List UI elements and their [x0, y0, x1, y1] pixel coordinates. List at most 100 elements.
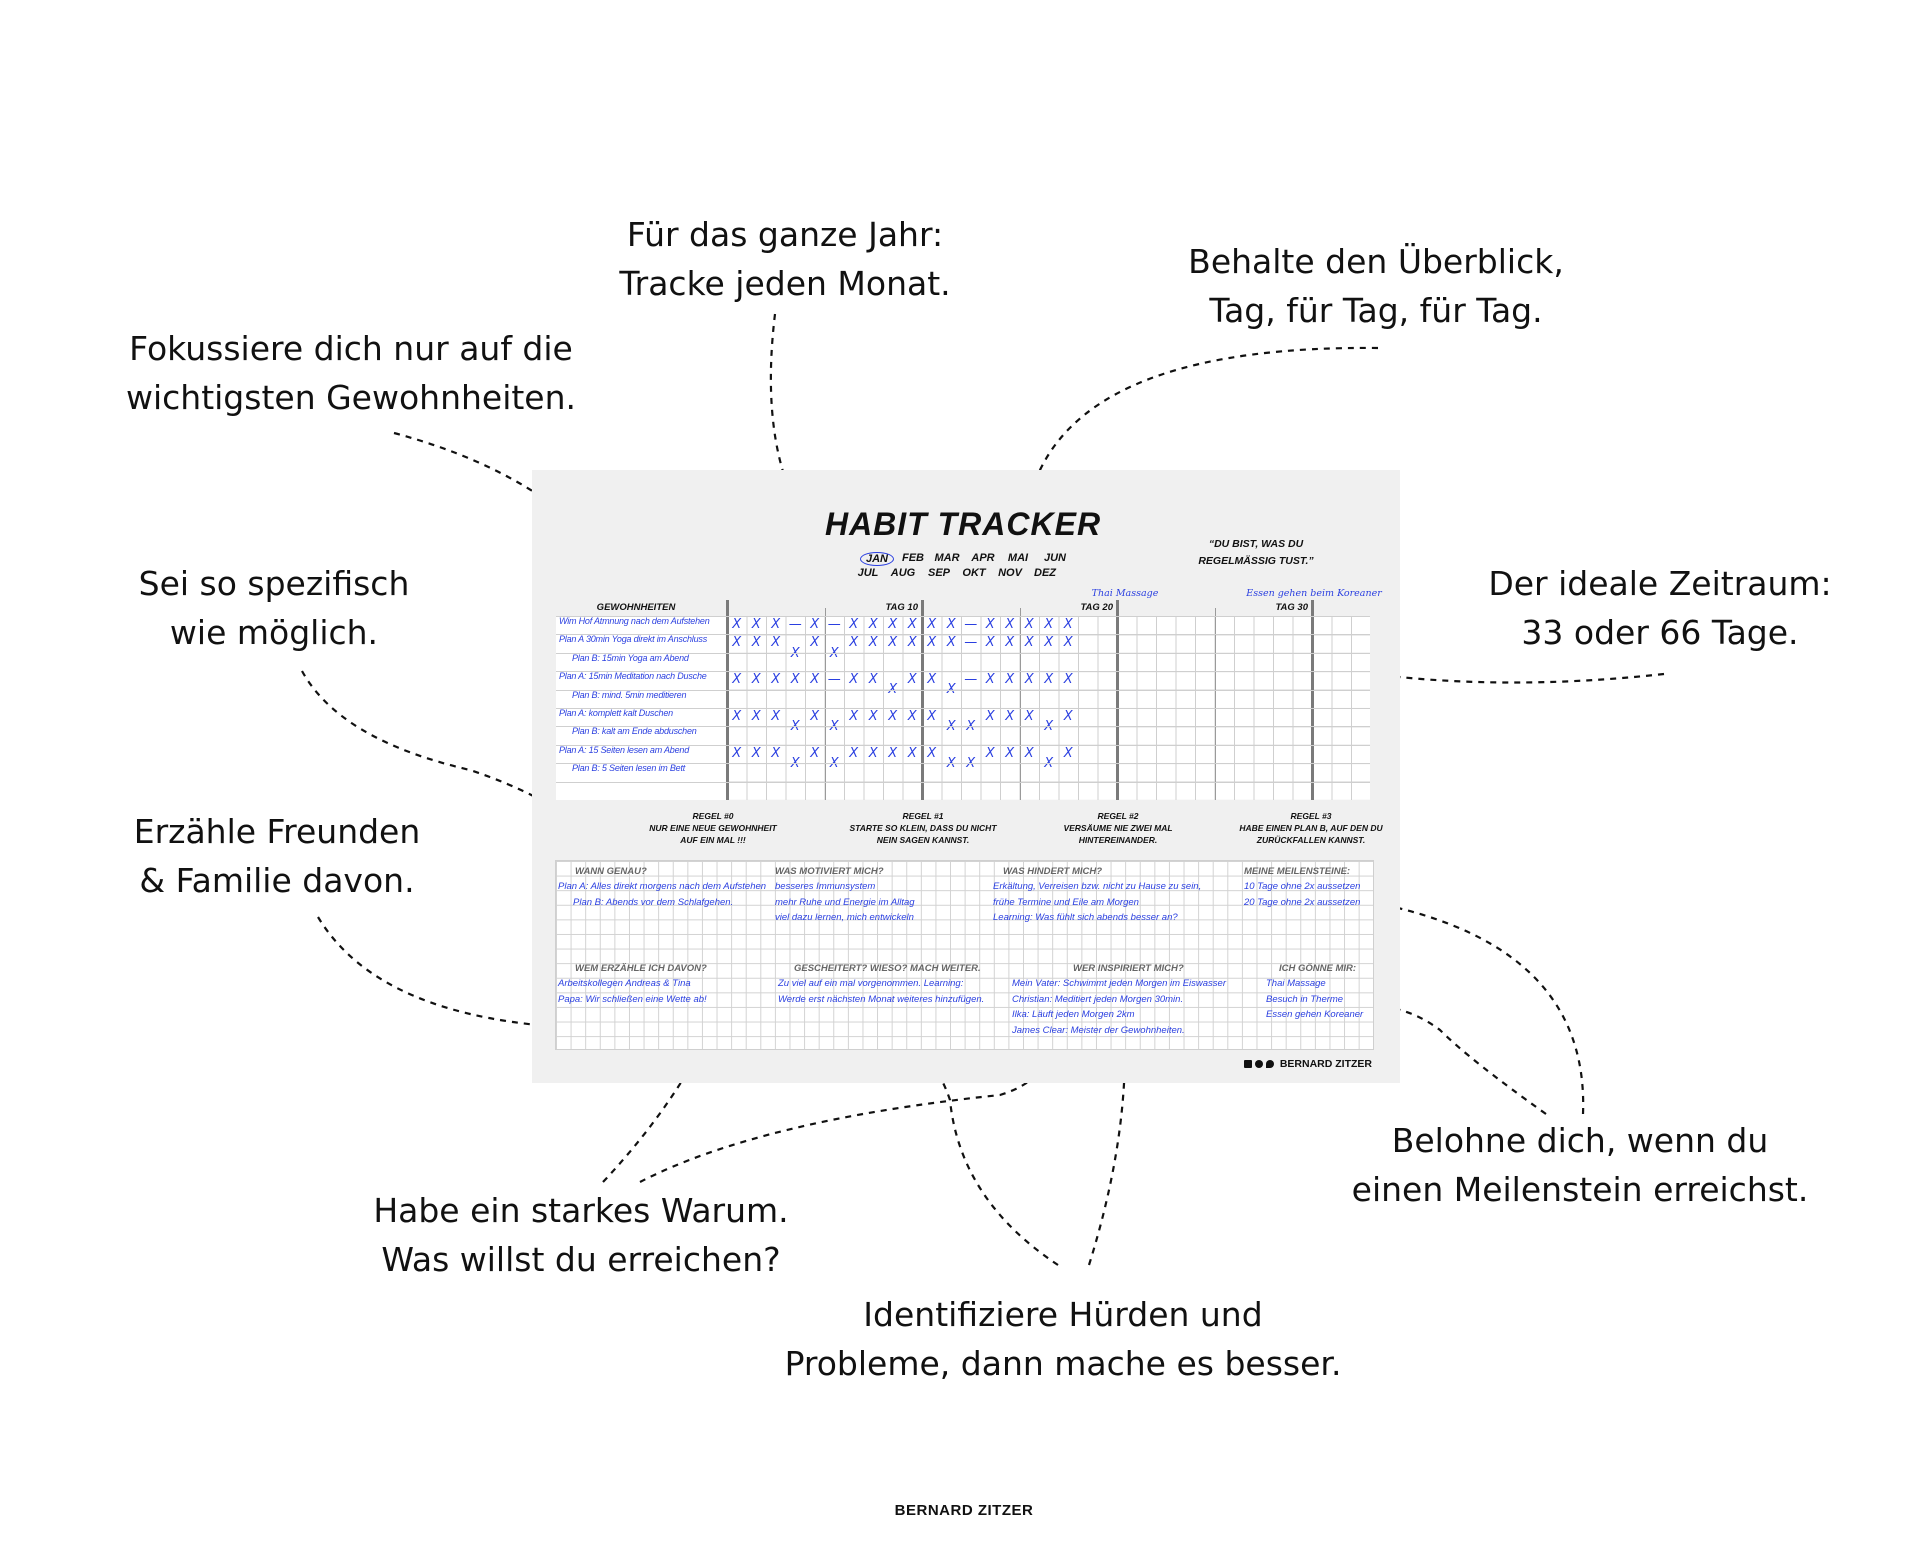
habit-mark-done[interactable]: X [1005, 635, 1015, 651]
month-jun[interactable]: JUN [1043, 552, 1067, 564]
note-entry[interactable]: Learning: Was fühlt sich abends besser a… [993, 912, 1178, 923]
habit-mark-done[interactable]: X [1024, 617, 1034, 632]
habit-mark-skipped[interactable]: — [827, 672, 841, 688]
note-entry[interactable]: Mein Vater: Schwimmt jeden Morgen im Eis… [1012, 978, 1226, 989]
month-apr[interactable]: APR [971, 552, 995, 564]
habit-label[interactable]: Plan A: komplett kalt Duschen [559, 708, 673, 718]
note-entry[interactable]: Werde erst nächsten Monat weiteres hinzu… [778, 993, 985, 1005]
habit-mark-done[interactable]: X [1063, 617, 1073, 632]
note-entry[interactable]: besseres Immunsystem [775, 881, 876, 892]
habit-mark-skipped[interactable]: — [964, 672, 978, 688]
habit-mark-done[interactable]: X [868, 672, 878, 688]
habit-mark-done[interactable]: X [868, 635, 878, 651]
habit-mark-done[interactable]: X [1005, 617, 1015, 632]
habit-mark-done[interactable]: X [751, 635, 761, 651]
habit-mark-done[interactable]: X [946, 617, 956, 632]
habit-plan-b-label[interactable]: Plan B: 5 Seiten lesen im Bett [572, 763, 686, 774]
month-jul[interactable]: JUL [857, 567, 879, 579]
month-sep[interactable]: SEP [927, 567, 951, 579]
habit-mark-done[interactable]: X [985, 635, 995, 651]
habit-mark-done[interactable]: X [771, 709, 781, 724]
habit-mark-done[interactable]: X [771, 672, 781, 688]
note-entry[interactable]: Papa: Wir schließen eine Wette ab! [558, 993, 707, 1005]
habit-mark-done[interactable]: X [927, 709, 937, 724]
habit-label[interactable]: Wim Hof Atmnung nach dem Aufstehen [559, 616, 710, 626]
habit-mark-done[interactable]: X [927, 672, 937, 688]
habit-mark-done[interactable]: X [732, 672, 742, 688]
habit-mark-done[interactable]: X [907, 745, 917, 761]
habit-mark-done[interactable]: X [1044, 617, 1054, 632]
habit-plan-b-label[interactable]: Plan B: mind. 5min meditieren [572, 689, 687, 700]
habit-mark-done[interactable]: X [907, 635, 917, 651]
habit-mark-done[interactable]: X [1063, 745, 1073, 761]
month-mar[interactable]: MAR [934, 552, 960, 564]
habit-mark-done[interactable]: X [751, 709, 761, 724]
habit-mark-done[interactable]: X [1063, 672, 1073, 688]
habit-mark-done[interactable]: X [751, 672, 761, 688]
habit-mark-done[interactable]: X [810, 672, 820, 688]
habit-mark-done[interactable]: X [771, 617, 781, 632]
note-entry[interactable]: Plan B: Abends vor dem Schlafgehen. [573, 896, 734, 908]
habit-mark-done[interactable]: X [927, 635, 937, 651]
habit-mark-done[interactable]: X [1044, 672, 1054, 688]
month-jan[interactable]: JAN [859, 552, 895, 566]
habit-mark-done[interactable]: X [888, 709, 898, 724]
habit-mark-done[interactable]: X [985, 617, 995, 632]
habit-mark-done[interactable]: X [1005, 745, 1015, 761]
note-entry[interactable]: Thai Massage [1266, 978, 1326, 989]
note-entry[interactable]: Zu viel auf ein mal vorgenommen. Learnin… [778, 978, 964, 989]
habit-mark-skipped[interactable]: — [827, 617, 841, 632]
habit-mark-done[interactable]: X [868, 617, 878, 632]
note-entry[interactable]: frühe Termine und Eile am Morgen [993, 896, 1139, 908]
habit-mark-done[interactable]: X [810, 635, 820, 651]
habit-mark-done[interactable]: X [790, 672, 800, 688]
month-aug[interactable]: AUG [890, 567, 916, 579]
habit-mark-done[interactable]: X [810, 709, 820, 724]
note-entry[interactable]: Arbeitskollegen Andreas & Tina [558, 978, 691, 989]
habit-mark-done[interactable]: X [907, 672, 917, 688]
note-entry[interactable]: Christian: Meditiert jeden Morgen 30min. [1012, 993, 1184, 1005]
habit-mark-done[interactable]: X [907, 709, 917, 724]
habit-mark-done[interactable]: X [985, 745, 995, 761]
note-entry[interactable]: mehr Ruhe und Energie im Alltag [775, 896, 915, 908]
habit-label[interactable]: Plan A: 15 Seiten lesen am Abend [559, 744, 690, 755]
habit-mark-done[interactable]: X [927, 745, 937, 761]
habit-mark-done[interactable]: X [849, 617, 859, 632]
habit-mark-done[interactable]: X [1024, 635, 1034, 651]
habit-mark-done[interactable]: X [985, 672, 995, 688]
note-entry[interactable]: viel dazu lernen, mich entwickeln [775, 912, 914, 923]
habit-mark-done[interactable]: X [1063, 709, 1073, 724]
habit-mark-done[interactable]: X [927, 617, 937, 632]
habit-mark-done[interactable]: X [985, 709, 995, 724]
habit-mark-done[interactable]: X [888, 617, 898, 632]
habit-mark-skipped[interactable]: — [964, 617, 978, 632]
habit-plan-b-label[interactable]: Plan B: kalt am Ende abduschen [572, 726, 697, 737]
habit-mark-done[interactable]: X [771, 635, 781, 651]
habit-mark-done[interactable]: X [849, 635, 859, 651]
month-mai[interactable]: MAI [1007, 552, 1029, 564]
habit-mark-done[interactable]: X [771, 745, 781, 761]
habit-mark-skipped[interactable]: — [788, 617, 802, 632]
habit-mark-done[interactable]: X [810, 617, 820, 632]
habit-mark-done[interactable]: X [1024, 672, 1034, 688]
note-entry[interactable]: Besuch in Therme [1266, 993, 1344, 1005]
habit-mark-done[interactable]: X [888, 635, 898, 651]
note-entry[interactable]: James Clear: Meister der Gewohnheiten. [1012, 1024, 1185, 1036]
habit-mark-done[interactable]: X [946, 635, 956, 651]
habit-mark-done[interactable]: X [849, 745, 859, 761]
habit-mark-done[interactable]: X [751, 745, 761, 761]
habit-mark-done[interactable]: X [868, 709, 878, 724]
linkedin-icon[interactable] [1243, 1060, 1252, 1068]
habit-mark-done[interactable]: X [1044, 635, 1054, 651]
instagram-icon[interactable] [1254, 1060, 1263, 1068]
note-entry[interactable]: Essen gehen Koreaner [1266, 1009, 1364, 1020]
habit-mark-done[interactable]: X [1005, 672, 1015, 688]
twitter-icon[interactable] [1265, 1060, 1274, 1068]
note-entry[interactable]: Plan A: Alles direkt morgens nach dem Au… [558, 881, 767, 892]
note-entry[interactable]: Ilka: Läuft jeden Morgen 2km [1012, 1009, 1135, 1020]
month-okt[interactable]: OKT [962, 567, 986, 579]
habit-label[interactable]: Plan A: 15min Meditation nach Dusche [559, 671, 707, 682]
note-entry[interactable]: Erkältung, Verreisen bzw. nicht zu Hause… [993, 881, 1202, 892]
habit-mark-done[interactable]: X [732, 709, 742, 724]
habit-mark-done[interactable]: X [732, 635, 742, 651]
